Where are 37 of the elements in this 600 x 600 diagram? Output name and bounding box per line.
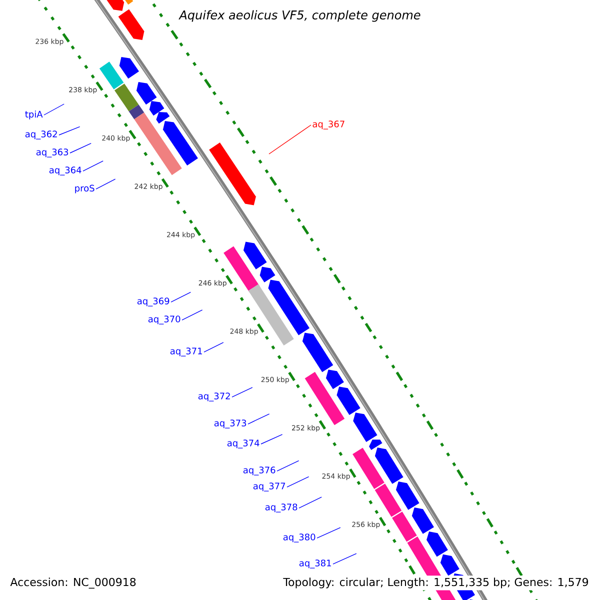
gene-label: aq_363 (36, 148, 68, 158)
gene-label: aq_380 (283, 534, 316, 542)
leader-line (268, 124, 312, 154)
gene-label: tpiA (25, 110, 43, 120)
leader-line (316, 527, 341, 538)
gene-label: aq_378 (265, 504, 298, 512)
gene-label: aq_377 (253, 482, 286, 492)
gene-label: aq_374 (227, 440, 260, 448)
leader-line (276, 460, 300, 472)
gene-label: proS (75, 184, 94, 194)
leader-line (58, 126, 80, 136)
leader-line (248, 414, 270, 424)
gene-label: aq_369 (137, 298, 170, 306)
leader-line (96, 178, 116, 190)
leader-line (44, 104, 64, 116)
leader-line (332, 553, 357, 564)
leader-line (260, 434, 283, 444)
gene-label: aq_371 (170, 348, 202, 356)
gene-label: aq_370 (148, 316, 180, 324)
leader-line (82, 160, 104, 172)
gene-label: aq_381 (299, 560, 331, 568)
genome-info-label: Topology: circular; Length: 1,551,335 bp; Genes: 1,579 (281, 576, 591, 590)
leader-line (204, 342, 224, 352)
gene-label: aq_373 (214, 420, 246, 428)
leader-line (286, 476, 310, 488)
gene-label: aq_372 (198, 392, 230, 402)
leader-line (182, 310, 203, 320)
leader-line (70, 142, 92, 154)
gene-label: aq_362 (25, 130, 57, 140)
title: Aquifex aeolicus VF5, complete genome (177, 8, 423, 24)
leader-line (170, 292, 192, 302)
gene-label: aq_364 (49, 166, 82, 176)
leader-line (232, 387, 253, 398)
accession-label: Accession: NC_000918 (9, 576, 138, 590)
gene-label: aq_367 (312, 120, 344, 130)
leader-line (298, 496, 322, 508)
gene-label: aq_376 (243, 466, 276, 476)
